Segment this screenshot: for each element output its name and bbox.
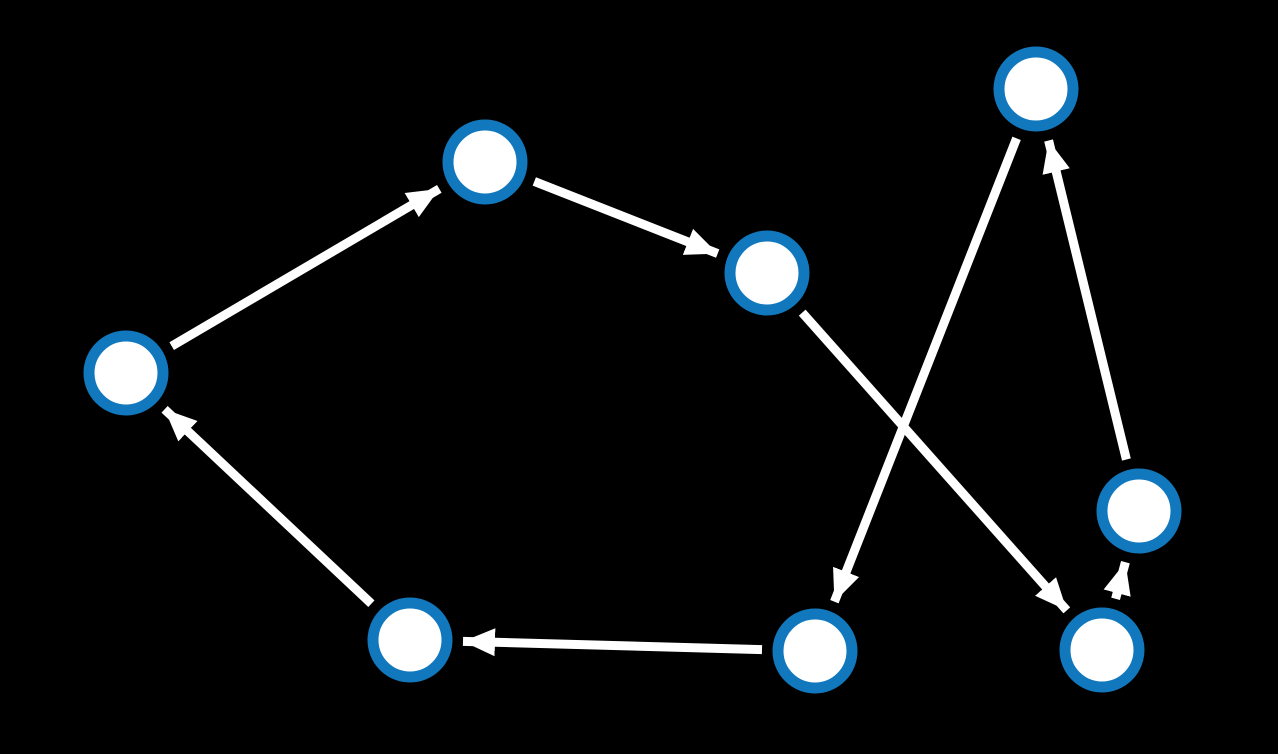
graph-edge-arrow — [169, 185, 442, 350]
graph-edge-arrow — [161, 406, 375, 607]
graph-node[interactable] — [1059, 607, 1145, 693]
graph-edge-arrow — [532, 177, 720, 258]
graph-node[interactable] — [993, 46, 1079, 132]
graph-node[interactable] — [367, 597, 453, 683]
graph-edge-arrow — [462, 628, 763, 657]
edge-layer — [161, 136, 1131, 657]
graph-edge-arrow — [830, 136, 1021, 604]
graph-node[interactable] — [724, 230, 810, 316]
graph-node[interactable] — [772, 608, 858, 694]
graph-node[interactable] — [83, 330, 169, 416]
graph-edge-arrow — [1042, 139, 1131, 461]
graph-edge-arrow — [798, 309, 1071, 614]
graph-node[interactable] — [442, 119, 528, 205]
graph-edge-arrow — [1103, 561, 1131, 600]
node-layer — [83, 46, 1182, 694]
graph-node[interactable] — [1096, 468, 1182, 554]
